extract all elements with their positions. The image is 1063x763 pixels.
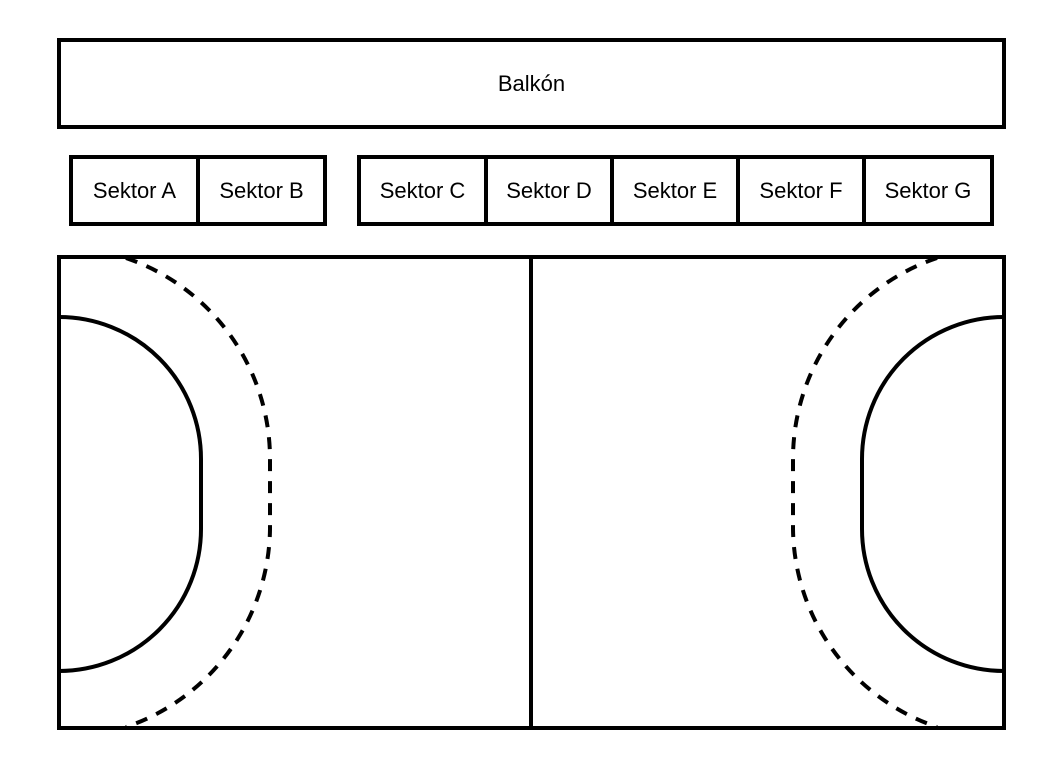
sector-d[interactable]: Sektor D [484,155,614,226]
sector-e-label: Sektor E [632,177,718,203]
balcony-area[interactable]: Balkón [57,38,1006,129]
right-goal-area-line [860,315,1005,673]
sector-f[interactable]: Sektor F [736,155,866,226]
sector-c[interactable]: Sektor C [357,155,488,226]
sector-c-label: Sektor C [379,177,466,203]
sector-e[interactable]: Sektor E [610,155,740,226]
sector-f-label: Sektor F [759,177,843,203]
sector-a[interactable]: Sektor A [69,155,200,226]
sector-b-label: Sektor B [219,177,304,203]
sector-d-label: Sektor D [506,177,592,203]
sector-g-label: Sektor G [884,177,972,203]
sector-g[interactable]: Sektor G [862,155,994,226]
left-free-throw-line [125,256,273,729]
sector-b[interactable]: Sektor B [196,155,327,226]
sector-a-label: Sektor A [92,177,177,203]
balcony-label: Balkón [497,70,566,96]
right-free-throw-line [790,256,938,729]
left-goal-area-line [58,315,203,673]
